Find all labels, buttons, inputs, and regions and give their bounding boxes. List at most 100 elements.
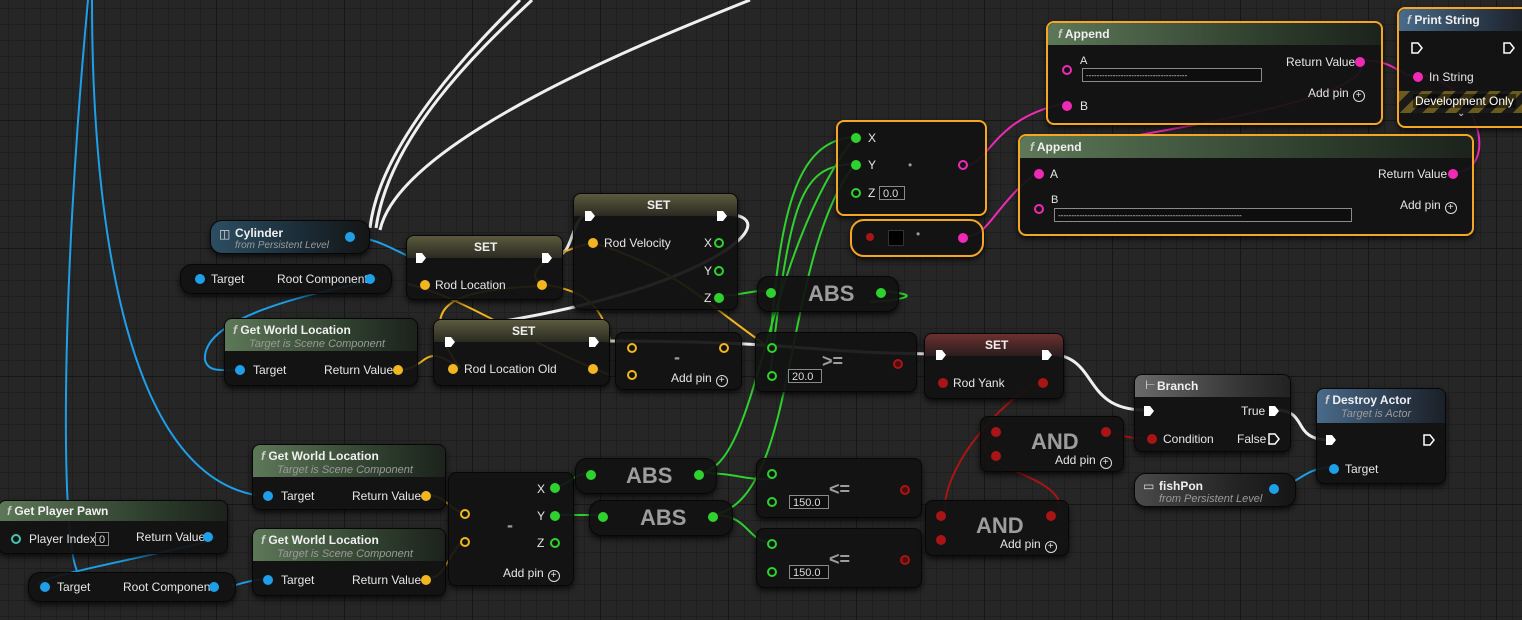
target-pin[interactable] — [263, 491, 273, 501]
exec-in-pin[interactable] — [1411, 42, 1423, 54]
output-pin[interactable] — [1038, 378, 1048, 388]
z-pin[interactable] — [714, 293, 724, 303]
rod-yank-pin[interactable] — [938, 378, 948, 388]
output-pin[interactable] — [345, 232, 355, 242]
output-pin[interactable] — [1101, 427, 1111, 437]
exec-out-pin[interactable] — [1423, 434, 1435, 446]
exec-out-pin[interactable] — [588, 336, 600, 348]
input-pin[interactable] — [766, 288, 776, 298]
y-pin[interactable] — [851, 160, 861, 170]
player-index-input[interactable]: 0 — [95, 532, 109, 546]
b-pin[interactable] — [991, 451, 1001, 461]
exec-in-pin[interactable] — [444, 336, 456, 348]
output-pin[interactable] — [719, 343, 729, 353]
set-rod-location-old-node[interactable]: SET Rod Location Old — [433, 319, 610, 386]
exec-in-pin[interactable] — [1325, 434, 1337, 446]
return-pin[interactable] — [1355, 57, 1365, 67]
output-pin[interactable] — [537, 280, 547, 290]
abs-node-2[interactable]: ABS — [575, 458, 717, 494]
set-rod-yank-node[interactable]: SET Rod Yank — [924, 333, 1064, 399]
y-pin[interactable] — [550, 511, 560, 521]
a-pin[interactable] — [1062, 65, 1072, 75]
output-pin[interactable] — [876, 288, 886, 298]
get-player-pawn-node[interactable]: f Get Player Pawn Player Index 0 Return … — [0, 500, 228, 554]
output-pin[interactable] — [708, 512, 718, 522]
exec-in-pin[interactable] — [415, 252, 427, 264]
exec-out-pin[interactable] — [1503, 42, 1515, 54]
output-pin[interactable] — [209, 582, 219, 592]
output-pin[interactable] — [958, 233, 968, 243]
add-pin-button[interactable]: Add pin+ — [1000, 537, 1057, 553]
b-value-input[interactable]: ----------------------------------------… — [1054, 208, 1352, 222]
get-root-component-node-2[interactable]: Target Root Component — [28, 572, 236, 602]
true-exec-pin[interactable] — [1268, 405, 1280, 417]
rod-velocity-pin[interactable] — [588, 238, 598, 248]
get-world-location-node-1[interactable]: f Get World Location Target is Scene Com… — [224, 318, 418, 386]
output-pin[interactable] — [893, 359, 903, 369]
subtract-vector-node-2[interactable]: - X Y Z Add pin+ — [448, 472, 574, 586]
set-rod-location-node[interactable]: SET Rod Location — [406, 235, 563, 300]
rod-location-old-pin[interactable] — [448, 364, 458, 374]
x-pin[interactable] — [714, 238, 724, 248]
subtract-vector-node-1[interactable]: - Add pin+ — [615, 332, 742, 390]
in-string-pin[interactable] — [1413, 72, 1423, 82]
z-value-input[interactable]: 0.0 — [879, 186, 905, 200]
y-pin[interactable] — [714, 266, 724, 276]
branch-node[interactable]: ⊢ Branch True Condition False — [1134, 374, 1291, 452]
limit-input[interactable]: 150.0 — [789, 565, 829, 579]
exec-in-pin[interactable] — [1143, 405, 1155, 417]
and-node-1[interactable]: AND Add pin+ — [980, 416, 1124, 472]
destroy-actor-node[interactable]: f Destroy Actor Target is Actor Target — [1316, 388, 1446, 484]
threshold-input[interactable]: 20.0 — [788, 369, 822, 383]
target-pin[interactable] — [1329, 464, 1339, 474]
set-rod-velocity-node[interactable]: SET Rod Velocity X Y Z — [573, 193, 738, 310]
z-pin[interactable] — [851, 188, 861, 198]
append-node-1[interactable]: f Append A -----------------------------… — [1046, 21, 1383, 125]
a-pin[interactable] — [1034, 169, 1044, 179]
player-index-pin[interactable] — [11, 534, 21, 544]
b-pin[interactable] — [767, 371, 777, 381]
condition-pin[interactable] — [1147, 434, 1157, 444]
abs-node-3[interactable]: ABS — [589, 500, 733, 536]
return-pin[interactable] — [393, 365, 403, 375]
a-pin[interactable] — [991, 427, 1001, 437]
input-pin[interactable] — [866, 233, 874, 241]
output-pin[interactable] — [694, 470, 704, 480]
output-pin[interactable] — [958, 160, 968, 170]
false-exec-pin[interactable] — [1268, 433, 1280, 445]
add-pin-button[interactable]: Add pin+ — [1400, 198, 1457, 214]
input-pin[interactable] — [598, 512, 608, 522]
output-pin[interactable] — [900, 555, 910, 565]
return-pin[interactable] — [421, 575, 431, 585]
return-pin[interactable] — [421, 491, 431, 501]
return-pin[interactable] — [203, 532, 213, 542]
chevron-down-icon[interactable]: ⌄ — [1457, 108, 1466, 119]
add-pin-button[interactable]: Add pin+ — [1055, 453, 1112, 469]
output-pin[interactable] — [1269, 484, 1279, 494]
a-pin[interactable] — [936, 511, 946, 521]
rod-location-pin[interactable] — [420, 280, 430, 290]
a-pin[interactable] — [767, 343, 777, 353]
append-node-2[interactable]: f Append A B ---------------------------… — [1018, 134, 1474, 236]
output-pin[interactable] — [900, 485, 910, 495]
less-equal-node-1[interactable]: 150.0 <= — [756, 458, 922, 518]
return-pin[interactable] — [1448, 169, 1458, 179]
a-value-input[interactable]: -------------------------------------- — [1082, 68, 1262, 82]
conversion-node[interactable]: • — [850, 219, 984, 257]
output-pin[interactable] — [365, 274, 375, 284]
b-pin[interactable] — [767, 567, 777, 577]
a-pin[interactable] — [460, 509, 470, 519]
output-pin[interactable] — [588, 364, 598, 374]
exec-out-pin[interactable] — [1041, 349, 1053, 361]
b-pin[interactable] — [627, 370, 637, 380]
fishpon-variable-node[interactable]: ▭ fishPon from Persistent Level — [1134, 473, 1296, 507]
add-pin-button[interactable]: Add pin+ — [503, 566, 560, 582]
a-pin[interactable] — [627, 343, 637, 353]
less-equal-node-2[interactable]: 150.0 <= — [756, 528, 922, 588]
and-node-2[interactable]: AND Add pin+ — [925, 500, 1069, 556]
get-world-location-node-2[interactable]: f Get World Location Target is Scene Com… — [252, 444, 446, 510]
z-pin[interactable] — [550, 538, 560, 548]
abs-node-1[interactable]: ABS — [757, 276, 899, 312]
x-pin[interactable] — [851, 133, 861, 143]
add-pin-button[interactable]: Add pin+ — [671, 371, 728, 387]
